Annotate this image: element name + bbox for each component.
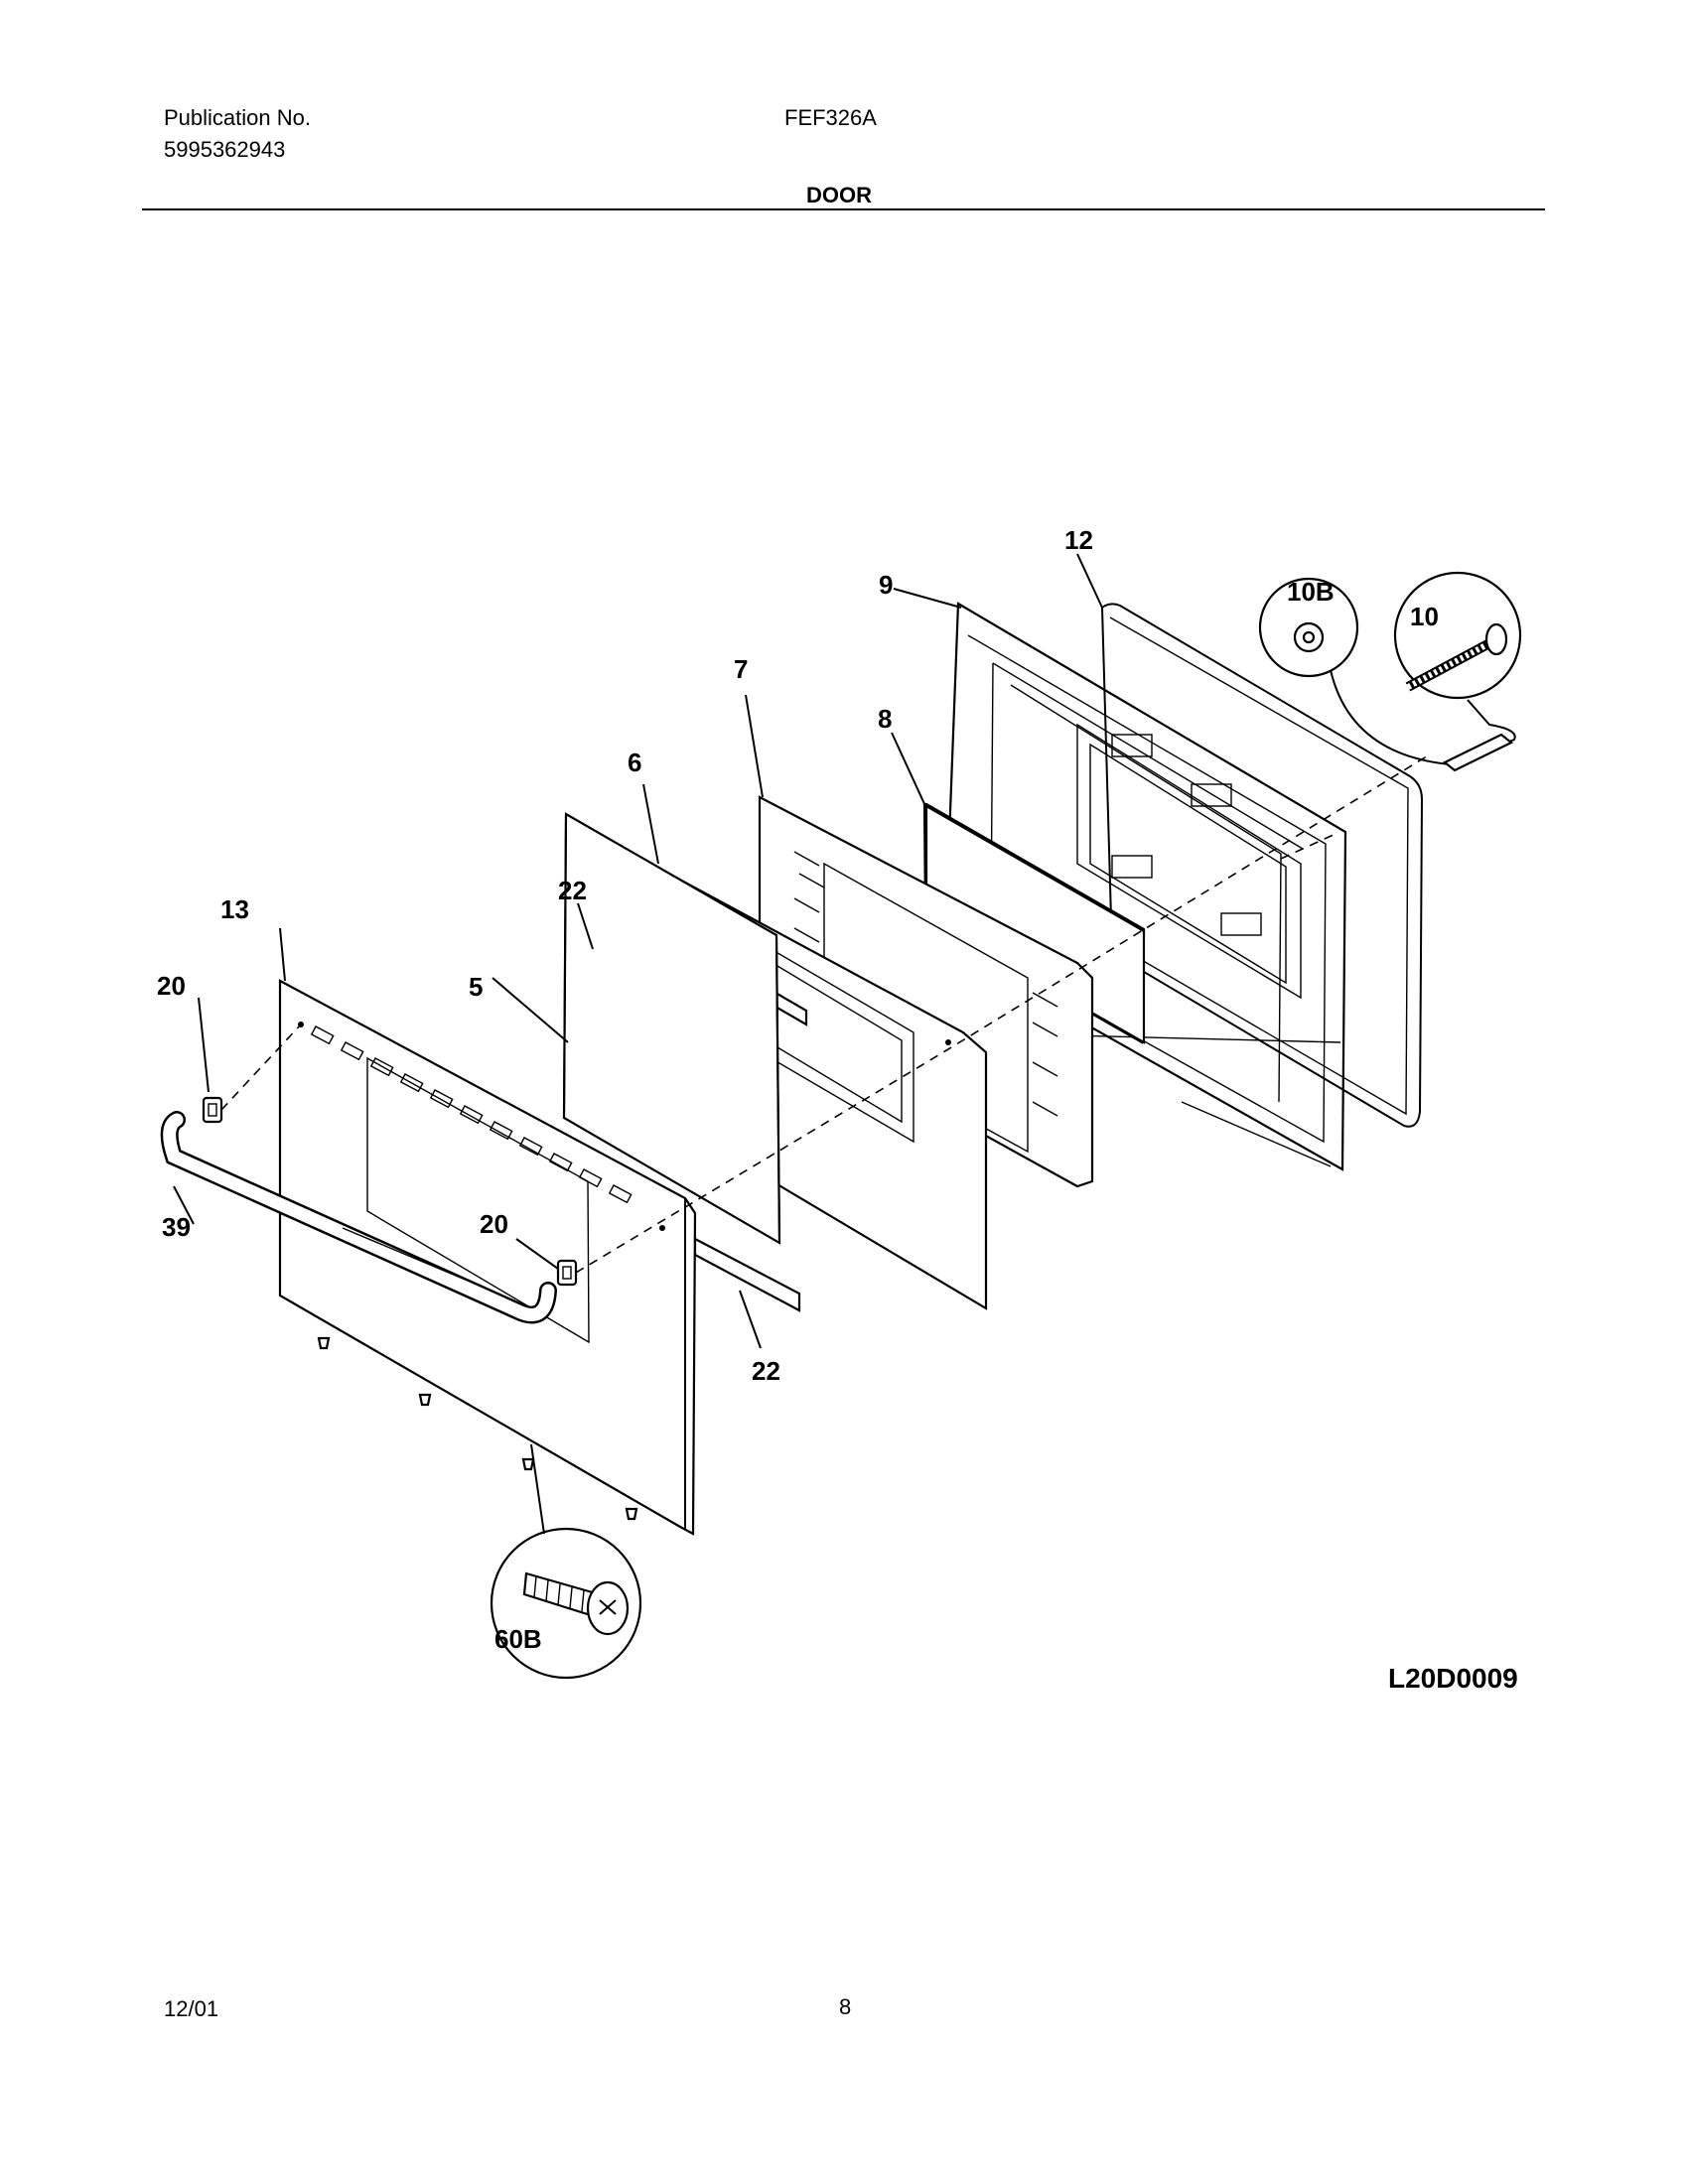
- outer-glass: [562, 812, 781, 1245]
- publication-label: Publication No.: [164, 105, 311, 130]
- callout-5: 5: [469, 972, 483, 1002]
- callout-8: 8: [878, 704, 892, 734]
- callout-20-right: 20: [480, 1209, 508, 1239]
- header-rule: [142, 208, 1545, 210]
- callout-12: 12: [1064, 525, 1093, 555]
- callout-10b: 10B: [1287, 577, 1335, 607]
- door-seal: [1100, 603, 1424, 1128]
- section-title: DOOR: [806, 183, 872, 207]
- publication-number: 5995362943: [164, 137, 286, 162]
- callout-20-left: 20: [157, 971, 186, 1001]
- callout-7: 7: [734, 654, 748, 684]
- diagram-code: L20D0009: [1388, 1663, 1518, 1694]
- screw-detail: [490, 1443, 642, 1680]
- callouts: 12 9 10B 10 7 8 6 22 13 20 5 39 20 22 60…: [157, 525, 1439, 1654]
- leader-lines: [173, 553, 1103, 1349]
- bolt-detail: [1393, 571, 1522, 772]
- callout-39: 39: [162, 1212, 191, 1242]
- glass-channel-lower: [693, 1237, 801, 1312]
- footer-date: 12/01: [164, 1996, 219, 2021]
- callout-6: 6: [628, 748, 641, 777]
- callout-9: 9: [879, 570, 893, 600]
- outer-door-panel: [278, 979, 697, 1536]
- handle-end-cap-left: [202, 1096, 223, 1124]
- door-handle: [160, 1111, 557, 1324]
- model-number: FEF326A: [784, 105, 877, 130]
- callout-13: 13: [220, 894, 249, 924]
- callout-22-upper: 22: [558, 876, 587, 905]
- page-number: 8: [839, 1994, 852, 2019]
- washer-detail: [1258, 577, 1451, 765]
- inner-door-liner: [946, 602, 1347, 1171]
- handle-end-cap-right: [556, 1259, 578, 1287]
- assembly-lines: [220, 753, 1431, 1274]
- callout-10: 10: [1410, 602, 1439, 631]
- door-screws: [317, 1336, 638, 1521]
- callout-60b: 60B: [494, 1624, 542, 1654]
- callout-22-lower: 22: [752, 1356, 780, 1386]
